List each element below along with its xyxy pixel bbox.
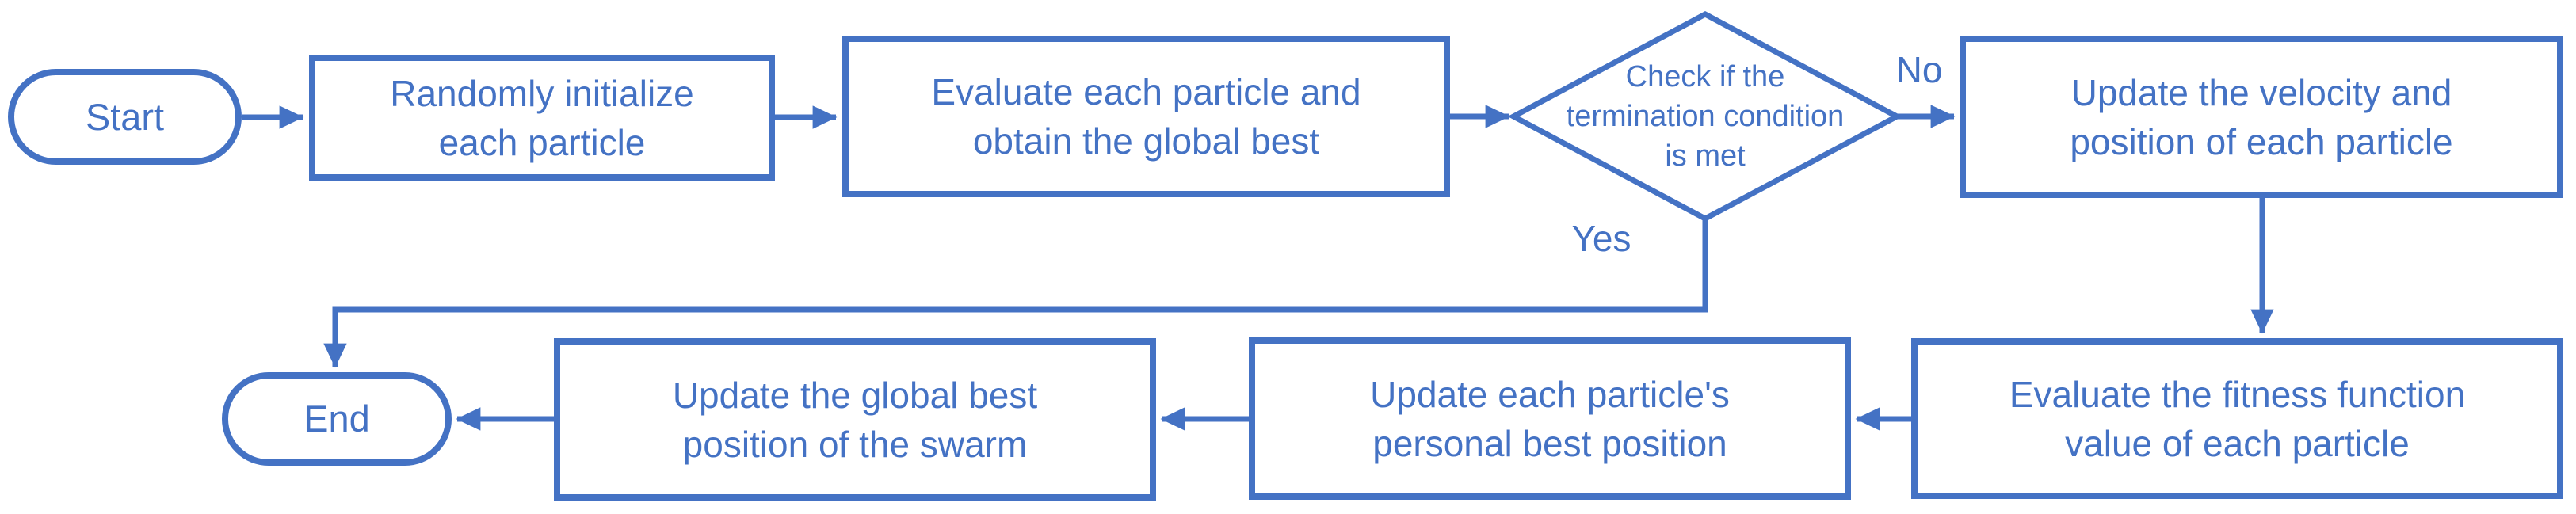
- evaluate-fitness-box: Evaluate the fitness function value of e…: [1911, 338, 2563, 499]
- initialize-particles-box: Randomly initialize each particle: [309, 55, 775, 181]
- evaluate-global-best-box: Evaluate each particle and obtain the gl…: [842, 36, 1450, 197]
- node-label-line: Randomly initialize: [390, 72, 694, 114]
- yes-branch-label: Yes: [1571, 218, 1631, 259]
- termination-decision-diamond: [1507, 11, 1903, 222]
- edge-decision-yes-to-end: [323, 219, 1708, 368]
- node-label-line: is met: [1665, 139, 1746, 173]
- node-label-line: personal best position: [1372, 422, 1727, 464]
- node-label-line: Evaluate the fitness function: [2009, 373, 2466, 415]
- node-label-line: termination condition: [1566, 100, 1845, 133]
- node-label: Start: [85, 95, 165, 138]
- node-label-line: Update each particle's: [1370, 373, 1730, 415]
- update-personal-best-box: Update each particle's personal best pos…: [1249, 337, 1851, 500]
- update-velocity-position-box: Update the velocity and position of each…: [1960, 36, 2563, 198]
- node-label-line: Evaluate each particle and: [931, 71, 1361, 112]
- node-label-line: Update the global best: [672, 374, 1038, 416]
- node-label-line: position of each particle: [2070, 120, 2453, 162]
- end-node: End: [222, 372, 452, 466]
- start-node: Start: [8, 69, 242, 165]
- update-global-best-box: Update the global best position of the s…: [554, 338, 1156, 501]
- termination-decision-label: Check if the termination condition is me…: [1547, 52, 1864, 181]
- node-label-line: obtain the global best: [972, 120, 1320, 162]
- node-label-line: value of each particle: [2065, 422, 2410, 464]
- node-label-line: Update the velocity and: [2070, 71, 2452, 113]
- node-label-line: Check if the: [1625, 60, 1785, 93]
- node-label-line: position of the swarm: [682, 423, 1028, 465]
- no-branch-label: No: [1895, 49, 1943, 90]
- node-label-line: each particle: [438, 121, 646, 163]
- node-label: End: [303, 398, 370, 440]
